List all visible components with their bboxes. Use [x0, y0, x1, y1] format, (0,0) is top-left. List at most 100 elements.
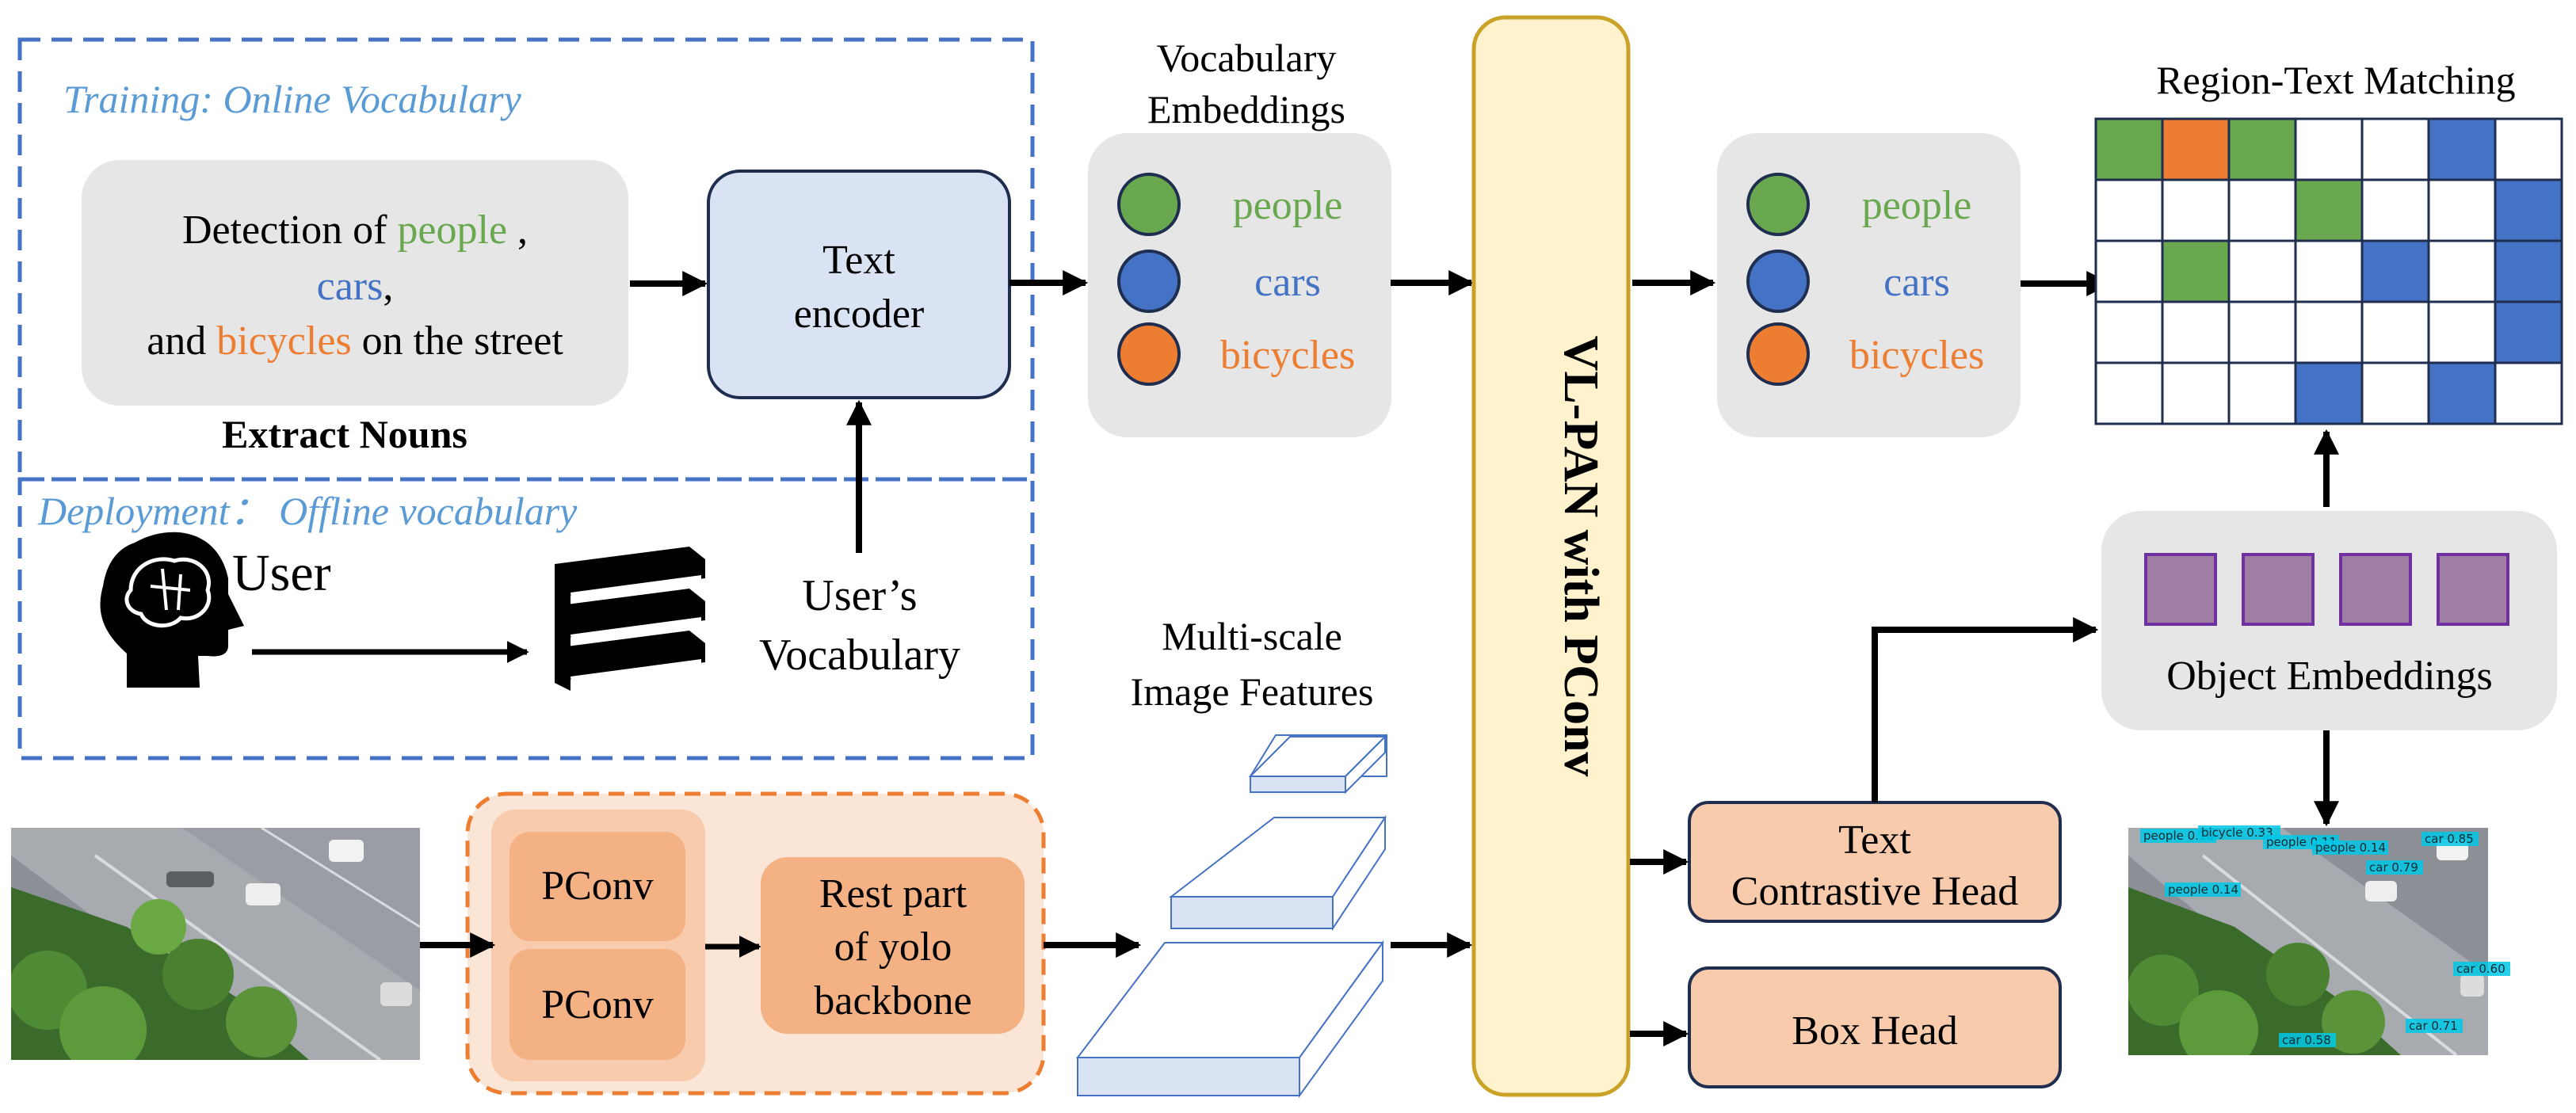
- matching-cell: [2494, 178, 2563, 242]
- detection-tag: [2453, 962, 2510, 976]
- rest-backbone-label-2: of yolo: [834, 924, 952, 970]
- matching-cell: [2294, 300, 2364, 364]
- books-icon: [555, 547, 705, 691]
- box-head-label: Box Head: [1792, 1008, 1957, 1054]
- text-encoder-label-2: encoder: [794, 292, 925, 337]
- matching-cell: [2294, 178, 2364, 242]
- vocab-embedding-label-people: people: [1233, 183, 1343, 228]
- matching-cell: [2427, 300, 2497, 364]
- multiscale-title-1: Multi-scale: [1162, 614, 1342, 658]
- detection-tag: [2198, 825, 2280, 840]
- training-label: Training: Online Vocabulary: [63, 77, 522, 121]
- user-vocab-label-1: User’s: [802, 571, 917, 620]
- matching-cell: [2161, 117, 2231, 181]
- feature-map-large: [1075, 940, 1384, 1099]
- matching-cell: [2494, 361, 2563, 425]
- matching-cell: [2094, 178, 2164, 242]
- multiscale-title-2: Image Features: [1131, 669, 1374, 714]
- detection-tag-label: car 0.60: [2456, 962, 2505, 976]
- vlpan-label: VL-PAN with PConv: [1554, 336, 1608, 777]
- object-embedding-square: [2144, 553, 2217, 626]
- matching-grid: [2094, 117, 2563, 425]
- pconv-1-label: PConv: [541, 863, 654, 909]
- detection-tag: [2140, 829, 2216, 843]
- matching-cell: [2227, 117, 2297, 181]
- text-embedding-label-people: people: [1862, 183, 1972, 228]
- matching-cell: [2360, 178, 2430, 242]
- matching-cell: [2227, 178, 2297, 242]
- sentence-line-1: Detection of people ,: [182, 208, 528, 253]
- matching-cell: [2094, 300, 2164, 364]
- matching-cell: [2161, 239, 2231, 303]
- text-embedding-dot-cars: [1746, 250, 1810, 313]
- pconv-2-label: PConv: [541, 982, 654, 1027]
- matching-cell: [2227, 361, 2297, 425]
- detection-tag-label: car 0.71: [2409, 1019, 2458, 1033]
- text-encoder-box: [707, 170, 1011, 399]
- matching-cell: [2094, 361, 2164, 425]
- matching-cell: [2227, 239, 2297, 303]
- matching-cell: [2094, 117, 2164, 181]
- detection-tag-label: car 0.58: [2282, 1033, 2331, 1047]
- vocab-embedding-dot-bicycles: [1117, 322, 1181, 386]
- text-embedding-label-bicycles: bicycles: [1849, 333, 1984, 378]
- vlpan-box: [1471, 15, 1631, 1097]
- detection-tag: [2366, 860, 2423, 875]
- matching-cell: [2161, 361, 2231, 425]
- matching-cell: [2494, 117, 2563, 181]
- detection-tag: [2406, 1019, 2463, 1033]
- deployment-region: [17, 477, 1035, 760]
- pconv-1-box: [509, 832, 685, 941]
- text-embedding-dot-people: [1746, 173, 1810, 236]
- detection-tag: [2312, 840, 2388, 855]
- text-encoder-label-1: Text: [822, 238, 895, 283]
- object-embedding-squares: [2144, 553, 2509, 626]
- matching-cell: [2494, 239, 2563, 303]
- matching-cell: [2294, 239, 2364, 303]
- user-vocab-label-2: Vocabulary: [759, 631, 960, 680]
- matching-cell: [2360, 117, 2430, 181]
- feature-map-small: [1248, 734, 1387, 795]
- rest-backbone-box: [761, 857, 1025, 1034]
- sentence-line-2: cars,: [317, 264, 394, 309]
- matching-cell: [2161, 178, 2231, 242]
- vocab-embeddings-title-1: Vocabulary: [1157, 36, 1337, 80]
- detection-tag-label: bicycle 0.33: [2201, 825, 2273, 840]
- matching-cell: [2294, 361, 2364, 425]
- matching-cell: [2360, 239, 2430, 303]
- detection-tag-label: people 0.16: [2143, 829, 2214, 843]
- text-head-label-2: Contrastive Head: [1731, 869, 2018, 914]
- matching-cell: [2161, 300, 2231, 364]
- vocab-embedding-label-cars: cars: [1254, 260, 1321, 305]
- user-label: User: [232, 544, 331, 602]
- matching-cell: [2227, 300, 2297, 364]
- detection-tag-label: people 0.14: [2315, 840, 2386, 855]
- matching-cell: [2294, 117, 2364, 181]
- object-embedding-square: [2339, 553, 2412, 626]
- object-embeddings-label: Object Embeddings: [2166, 654, 2493, 699]
- matching-title: Region-Text Matching: [2156, 58, 2515, 102]
- matching-cell: [2427, 117, 2497, 181]
- matching-cell: [2427, 239, 2497, 303]
- box-head-box: [1688, 966, 2062, 1088]
- vocab-embedding-label-bicycles: bicycles: [1220, 333, 1355, 378]
- pconv-2-box: [509, 949, 685, 1060]
- detection-tag-label: people 0.14: [2168, 882, 2238, 897]
- detection-tag-label: car 0.79: [2369, 860, 2418, 875]
- matching-cell: [2427, 361, 2497, 425]
- matching-cell: [2494, 300, 2563, 364]
- matching-cell: [2094, 239, 2164, 303]
- rest-backbone-label-1: Rest part: [819, 871, 967, 917]
- feature-map-medium: [1169, 814, 1387, 932]
- sentence-line-3: and bicycles on the street: [147, 318, 563, 364]
- text-head-label-1: Text: [1838, 818, 1911, 863]
- detection-tag: [2279, 1033, 2336, 1047]
- object-embedding-square: [2437, 553, 2509, 626]
- matching-cell: [2427, 178, 2497, 242]
- rest-backbone-label-3: backbone: [814, 978, 971, 1023]
- matching-cell: [2360, 361, 2430, 425]
- text-embedding-dot-bicycles: [1746, 322, 1810, 386]
